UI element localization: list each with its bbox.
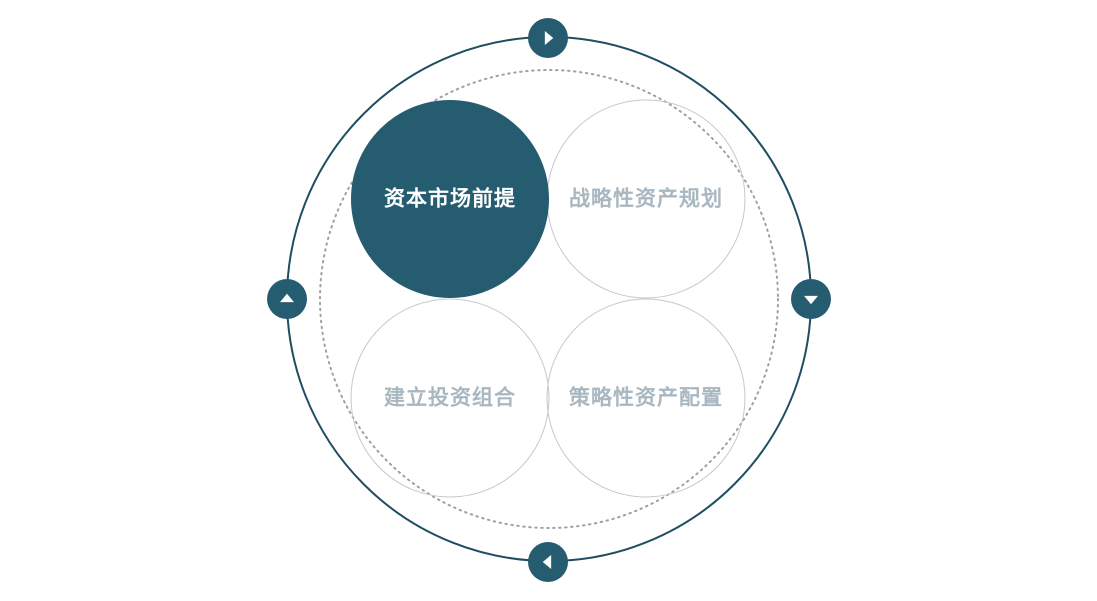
cycle-arrow-badges-group (267, 18, 831, 582)
inner-dotted-ring (319, 69, 779, 529)
cycle-arrow-left-icon[interactable] (528, 542, 568, 582)
outer-ring (286, 36, 812, 562)
circle-strategic-asset-planning[interactable] (546, 99, 746, 299)
cycle-arrow-down-icon[interactable] (791, 279, 831, 319)
circle-tactical-asset-allocation[interactable] (546, 298, 746, 498)
circle-build-portfolio[interactable] (350, 298, 550, 498)
cycle-arrow-right-icon[interactable] (528, 18, 568, 58)
cycle-arrow-down-icon-glyph (804, 295, 818, 305)
circle-capital-market-assumptions[interactable] (351, 100, 549, 298)
cycle-arrow-up-icon-glyph (280, 293, 294, 303)
cycle-arrow-right-icon-glyph (544, 31, 554, 45)
cycle-arrow-up-icon[interactable] (267, 279, 307, 319)
cycle-arrow-left-icon-glyph (542, 555, 552, 569)
node-circles-group (350, 99, 746, 498)
